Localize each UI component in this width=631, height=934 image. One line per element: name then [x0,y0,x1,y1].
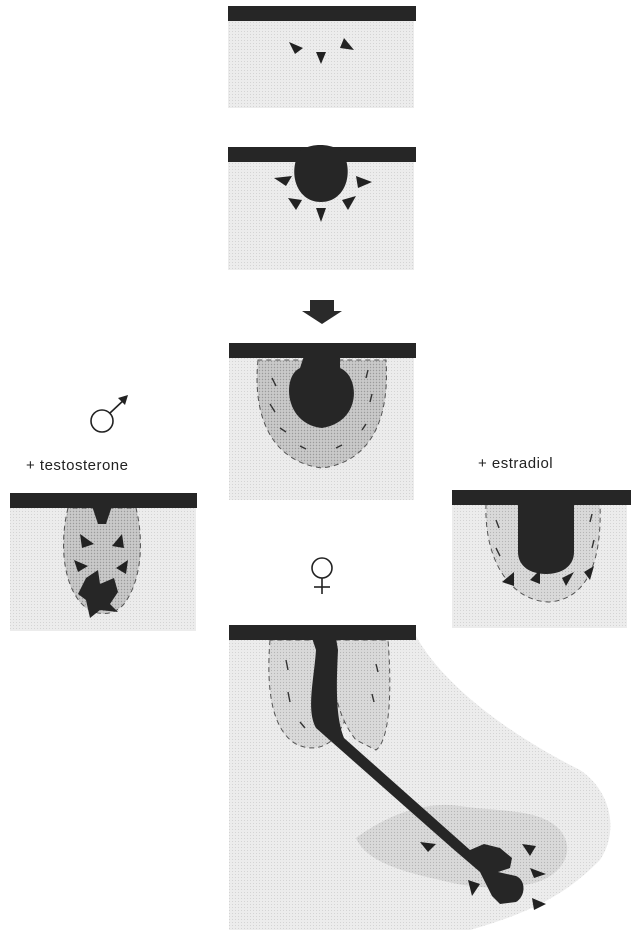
epidermis-layer [452,490,631,505]
male-label-group: + testosterone [26,395,128,474]
epidermis-layer [228,6,416,21]
mammary-bud [294,145,347,202]
panel-estradiol [452,490,631,628]
epidermis-layer [229,625,416,640]
panel-female-sprouting [229,625,610,930]
estradiol-label: + estradiol [478,455,553,472]
panel-bud [228,145,416,270]
testosterone-label: + testosterone [26,457,128,474]
epidermis-layer [229,343,416,358]
female-symbol-icon [312,558,332,594]
panel-placode [228,6,416,108]
panel-mesenchyme [229,343,416,500]
male-symbol-icon [91,410,113,432]
down-arrow-icon [302,300,342,324]
panel-male-testosterone [10,493,197,631]
mammary-bud [518,503,574,574]
epidermis-layer [10,493,197,508]
